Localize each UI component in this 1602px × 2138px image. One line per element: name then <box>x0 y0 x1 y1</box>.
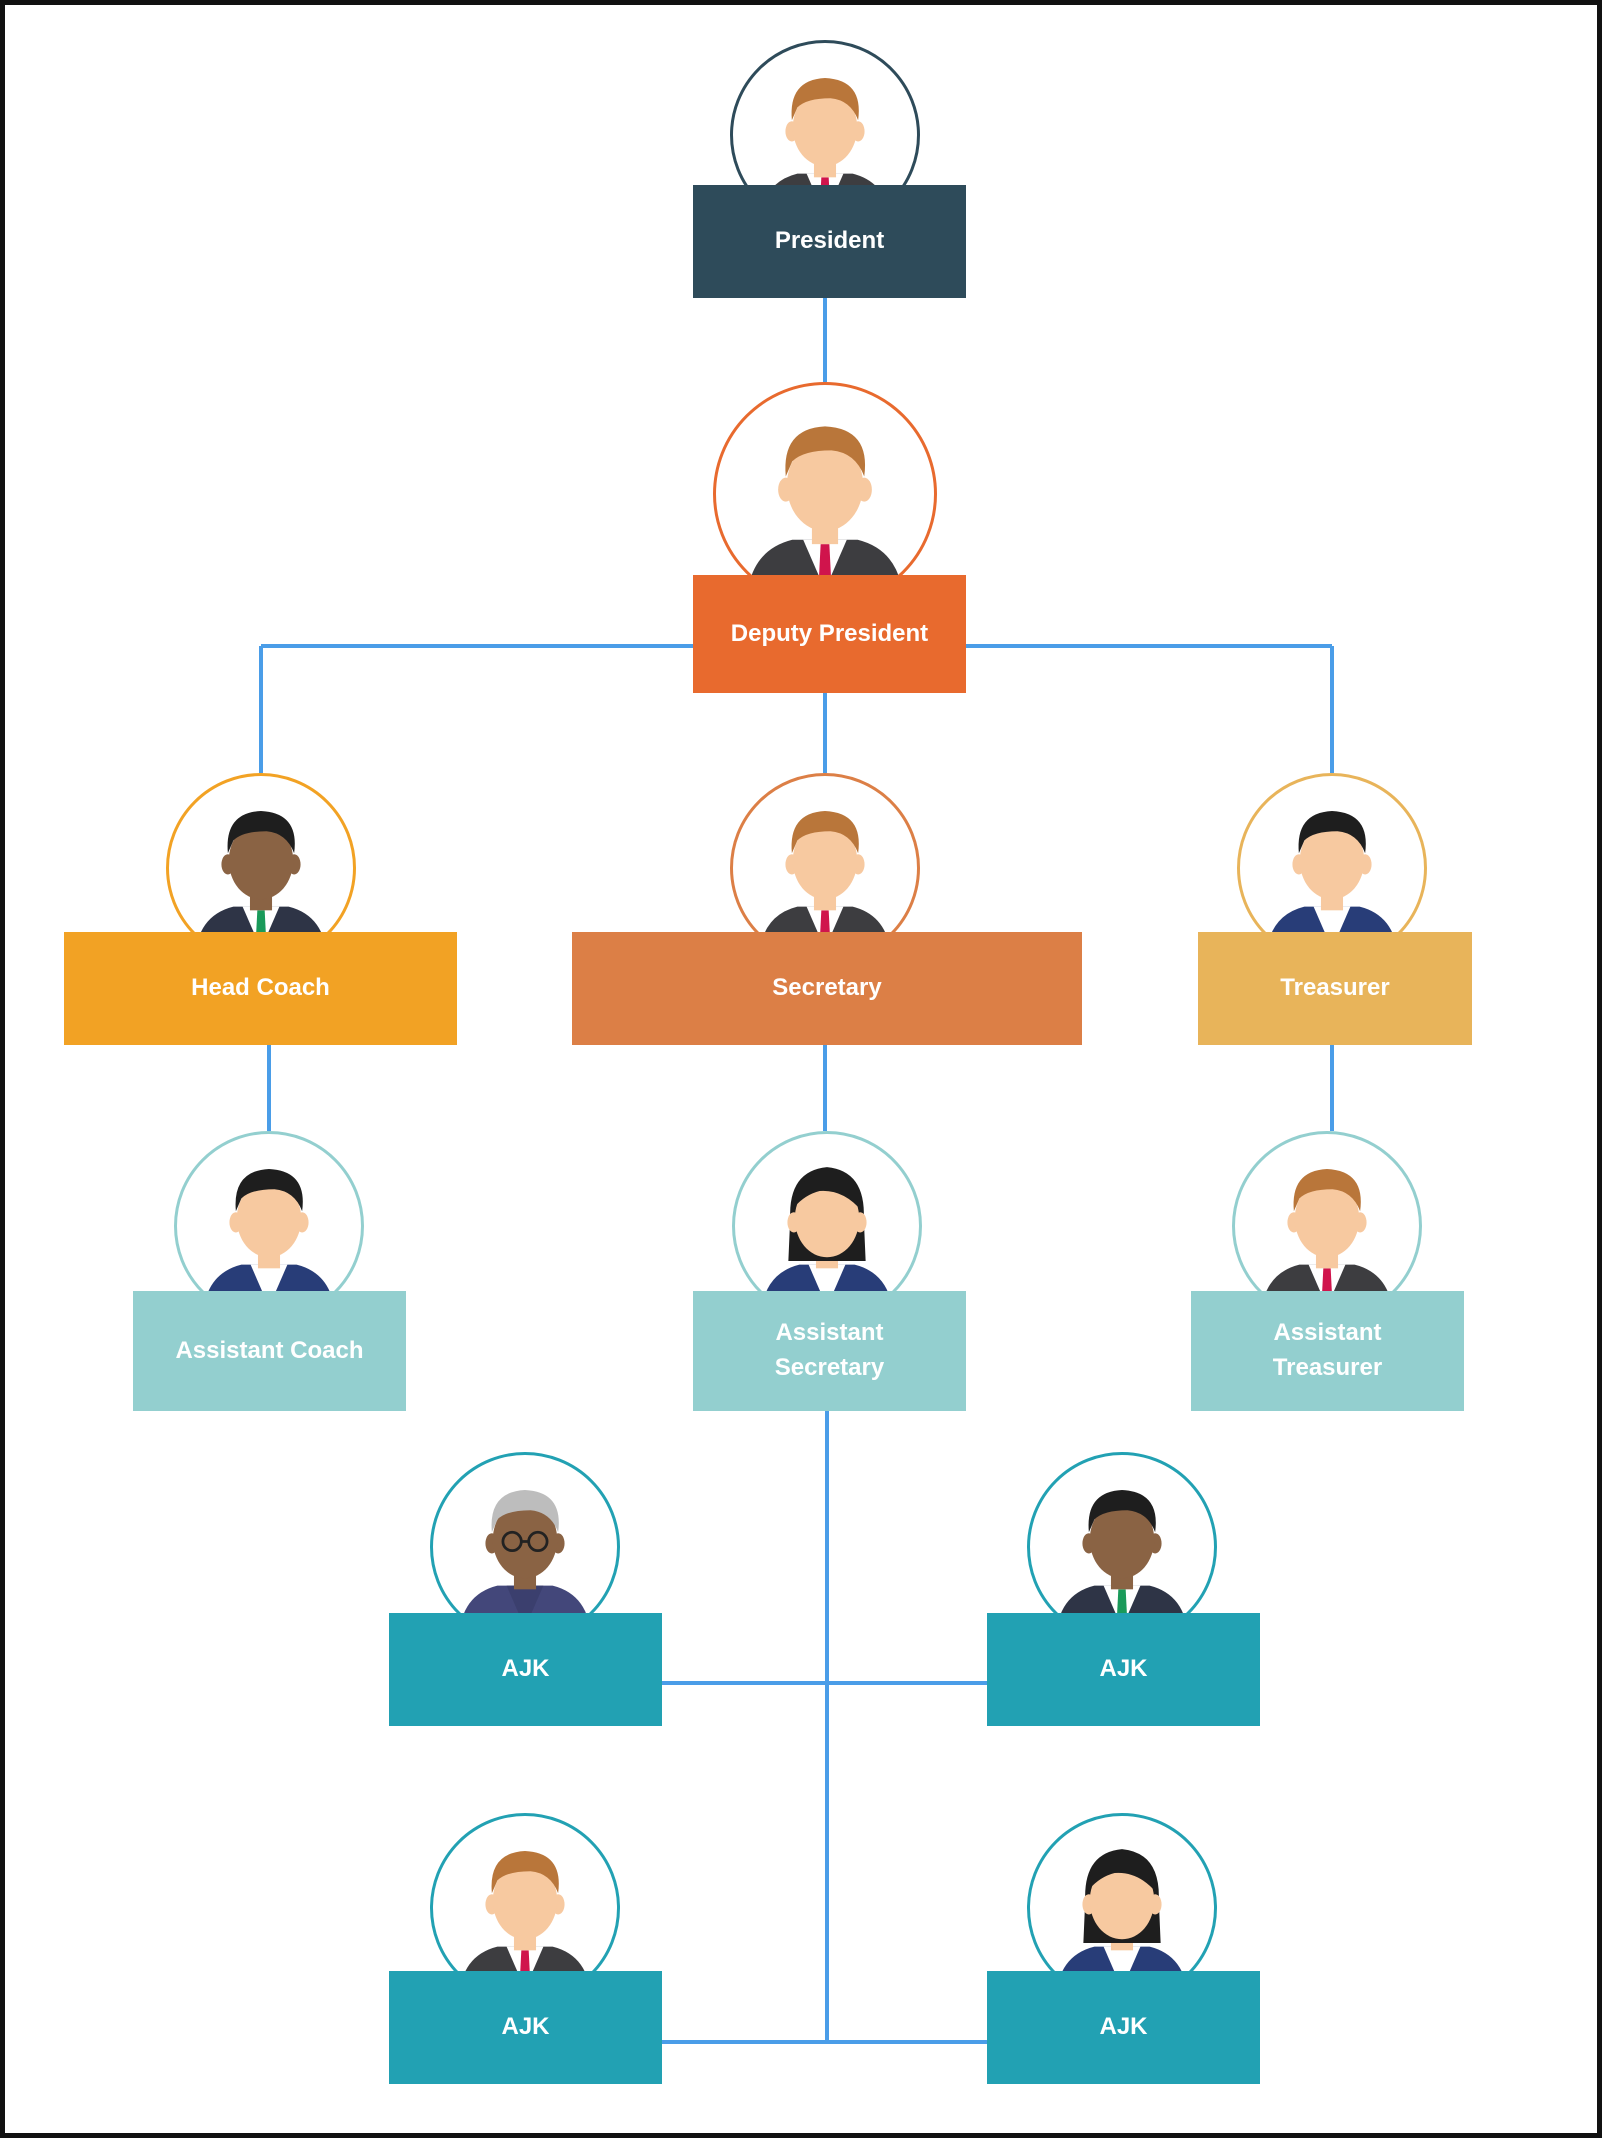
role-label: Treasurer <box>1280 974 1390 1002</box>
person-avatar-icon <box>713 382 937 606</box>
role-label: Assistant Secretary <box>774 1319 885 1381</box>
role-label: Head Coach <box>191 974 330 1002</box>
connector-lines <box>259 298 1334 2044</box>
role-label: AJK <box>1099 2013 1148 2041</box>
role-box: AJK <box>389 1613 662 1726</box>
role-box: AJK <box>987 1613 1260 1726</box>
role-box: Treasurer <box>1198 932 1472 1045</box>
role-box: Assistant Secretary <box>693 1291 966 1411</box>
role-label: Assistant Coach <box>175 1336 364 1364</box>
role-box: Head Coach <box>64 932 457 1045</box>
person-avatar-icon <box>1237 773 1427 963</box>
role-label: Assistant Treasurer <box>1272 1319 1383 1381</box>
role-label: Deputy President <box>730 619 929 647</box>
role-label: Secretary <box>772 974 882 1002</box>
person-avatar-icon <box>174 1131 364 1321</box>
role-label: President <box>774 227 885 255</box>
role-box: AJK <box>389 1971 662 2084</box>
role-label: AJK <box>501 1655 550 1683</box>
role-box: Assistant Coach <box>133 1291 406 1411</box>
role-label: AJK <box>501 2013 550 2041</box>
role-label: AJK <box>1099 1655 1148 1683</box>
role-box: Secretary <box>572 932 1082 1045</box>
role-box: AJK <box>987 1971 1260 2084</box>
role-box: Assistant Treasurer <box>1191 1291 1464 1411</box>
role-box: Deputy President <box>693 575 966 693</box>
role-box: President <box>693 185 966 298</box>
